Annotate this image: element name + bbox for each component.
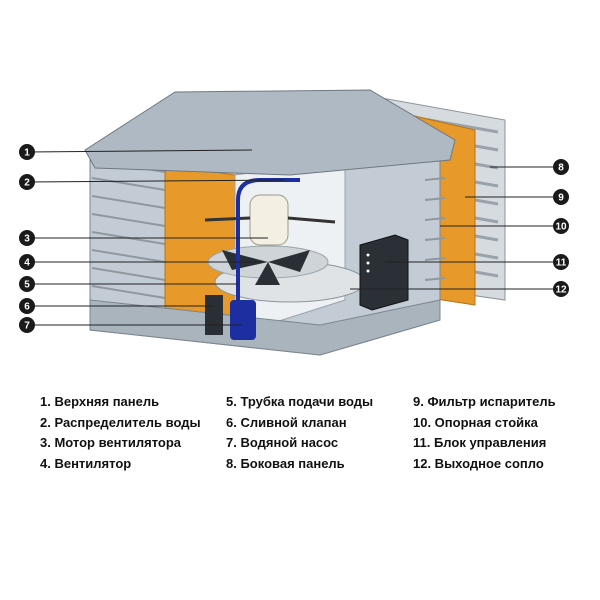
legend-item: 10. Опорная стойка: [413, 414, 538, 430]
svg-text:2: 2: [24, 178, 30, 189]
leader-lines: [26, 149, 561, 326]
legend-item: 8. Боковая панель: [226, 455, 345, 471]
water-pump: [230, 300, 256, 340]
control-box: [359, 234, 409, 311]
callout-5: 5: [19, 276, 35, 292]
svg-text:6: 6: [24, 302, 30, 313]
svg-text:8: 8: [558, 163, 564, 174]
legend-item: 12. Выходное сопло: [413, 455, 544, 471]
callout-4: 4: [19, 254, 35, 270]
callout-9: 9: [553, 189, 569, 205]
legend-item: 9. Фильтр испаритель: [413, 394, 556, 409]
svg-text:1: 1: [24, 148, 30, 159]
callout-7: 7: [19, 317, 35, 333]
air-cooler-diagram: 1 2 3 4 5 6 7 8 9 10 11 12: [19, 89, 569, 356]
svg-text:4: 4: [24, 258, 30, 269]
top-panel: [84, 89, 456, 176]
legend-item: 7. Водяной насос: [226, 435, 339, 451]
callout-6: 6: [19, 298, 35, 314]
svg-text:12: 12: [555, 285, 567, 296]
callout-3: 3: [19, 230, 35, 246]
drain-valve: [205, 295, 223, 335]
callout-10: 10: [553, 218, 569, 234]
callout-2: 2: [19, 174, 35, 190]
svg-text:5: 5: [24, 280, 30, 291]
svg-text:3: 3: [24, 234, 30, 245]
legend-column-2: 5. Трубка подачи воды 6. Сливной клапан …: [226, 392, 373, 474]
legend-item: 3. Мотор вентилятора: [40, 435, 182, 451]
fan-motor: [204, 194, 336, 246]
legend-item: 5. Трубка подачи воды: [226, 394, 374, 409]
svg-text:7: 7: [24, 321, 30, 332]
svg-text:11: 11: [556, 258, 567, 269]
legend-column-3: 9. Фильтр испаритель 10. Опорная стойка …: [413, 392, 556, 474]
legend-item: 4. Вентилятор: [40, 455, 132, 471]
legend-item: 1. Верхняя панель: [40, 394, 160, 409]
legend-item: 6. Сливной клапан: [226, 414, 347, 430]
callout-12: 12: [553, 281, 569, 297]
legend-item: 11. Блок управления: [413, 435, 547, 451]
callout-11: 11: [553, 254, 569, 270]
svg-text:9: 9: [558, 193, 564, 204]
legend-item: 2. Распределитель воды: [40, 414, 201, 430]
callout-1: 1: [19, 144, 35, 160]
callout-8: 8: [553, 159, 569, 175]
svg-text:10: 10: [555, 222, 567, 233]
legend-column-1: 1. Верхняя панель 2. Распределитель воды…: [40, 392, 201, 474]
